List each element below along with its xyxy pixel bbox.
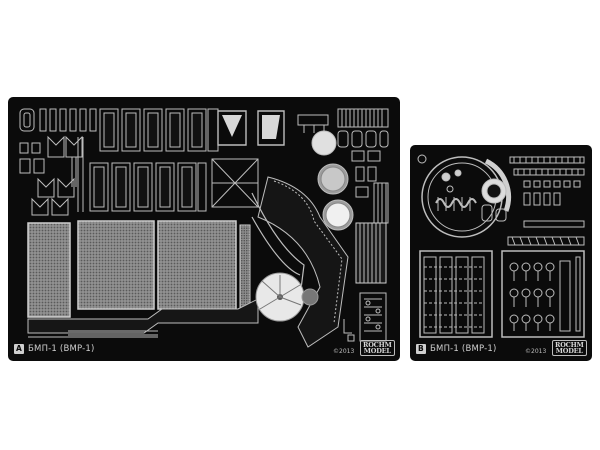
copyright-text: ©2013 [333, 348, 355, 355]
fret-letter-badge: A [14, 344, 24, 354]
logo-line-2: MODEL [555, 347, 583, 355]
brand-logo: ROCHM MODEL [552, 340, 587, 356]
logo-line-2: MODEL [363, 347, 391, 355]
logo-line-1: ROCHM [363, 341, 392, 349]
photo-etch-fret-b: B БМП-1 (BMP-1) ©2013 ROCHM MODEL [410, 145, 592, 361]
brand-logo: ROCHM MODEL [360, 340, 395, 356]
small-part [19, 108, 35, 132]
fret-title: БМП-1 (BMP-1) [28, 344, 95, 354]
fret-title: БМП-1 (BMP-1) [430, 344, 497, 354]
copyright-text: ©2013 [525, 348, 547, 355]
logo-line-1: ROCHM [555, 341, 584, 349]
fret-b-parts [417, 154, 585, 338]
fret-a-parts [19, 108, 389, 348]
photo-etch-fret-a: A БМП-1 (BMP-1) ©2013 ROCHM MODEL [8, 97, 400, 361]
fret-b-label: B БМП-1 (BMP-1) [416, 344, 497, 354]
fret-letter-badge: B [416, 344, 426, 354]
fret-a-label: A БМП-1 (BMP-1) [14, 344, 95, 354]
